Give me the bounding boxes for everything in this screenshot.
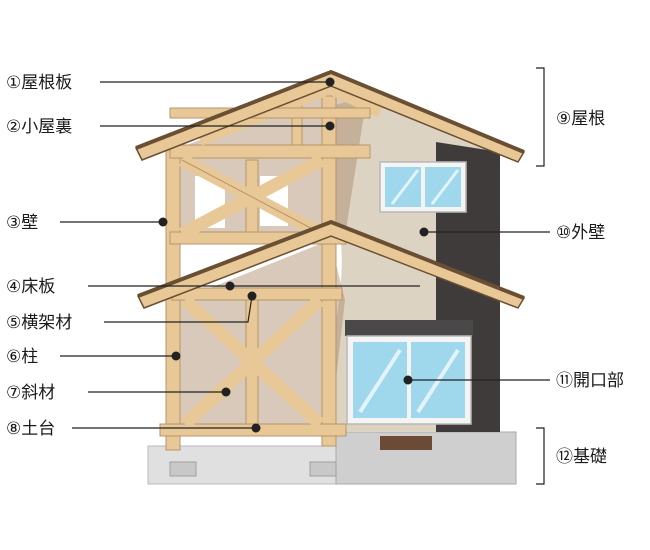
label-roof-board: ①屋根板 xyxy=(6,73,72,93)
foundation xyxy=(147,431,517,485)
leader-sill xyxy=(72,423,261,433)
leader-attic xyxy=(100,121,335,131)
bracket-roof xyxy=(536,67,545,167)
upper-window xyxy=(379,161,467,213)
label-floor-board: ④床板 xyxy=(6,277,55,297)
bracket-foundation xyxy=(536,427,545,485)
timber-frame xyxy=(159,82,383,451)
label-diagonal-brace: ⑦斜材 xyxy=(6,383,55,403)
label-cross-member: ⑤横架材 xyxy=(6,313,72,333)
label-opening: ⑪開口部 xyxy=(556,371,624,391)
leader-exterior-wall xyxy=(419,227,550,237)
label-sill: ⑧土台 xyxy=(6,419,55,439)
label-attic: ②小屋裏 xyxy=(6,116,72,137)
leader-opening xyxy=(403,375,550,385)
leader-cross-member xyxy=(104,291,257,323)
leader-diagonal-brace xyxy=(88,387,231,397)
leader-floor-board xyxy=(88,281,420,291)
label-roof: ⑨屋根 xyxy=(556,109,605,129)
leader-wall xyxy=(60,217,168,227)
label-exterior-wall: ⑩外壁 xyxy=(556,223,605,243)
label-column: ⑥柱 xyxy=(6,347,38,367)
label-wall: ③壁 xyxy=(6,213,38,233)
leader-roof-board xyxy=(100,77,335,87)
upper-roof xyxy=(134,69,526,163)
leader-column xyxy=(60,351,181,361)
label-foundation: ⑫基礎 xyxy=(556,447,607,467)
lower-roof xyxy=(136,219,526,309)
